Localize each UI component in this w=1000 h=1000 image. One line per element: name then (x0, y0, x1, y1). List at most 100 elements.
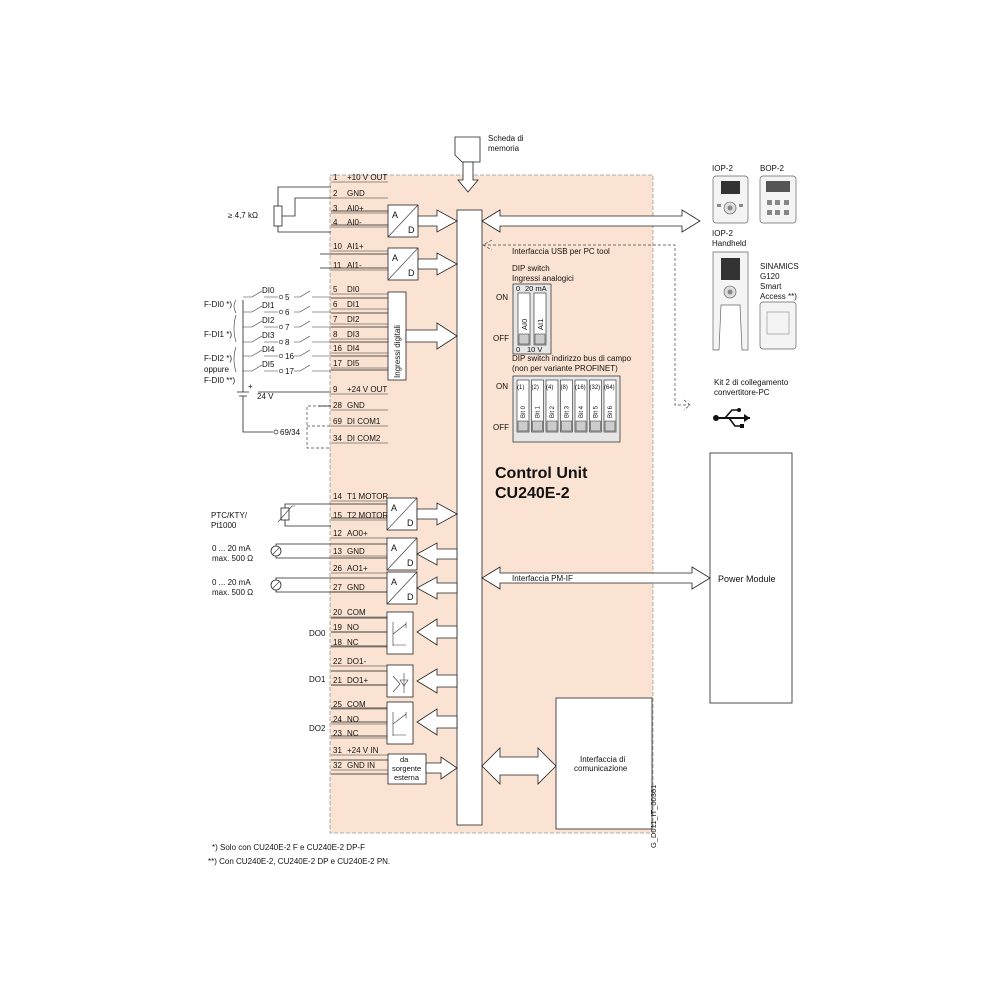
bus-dip-slot (589, 379, 602, 433)
switch-di-label: DI2 (262, 316, 275, 325)
switch-terminal (278, 368, 284, 374)
operator-panel-link (481, 209, 701, 233)
switch-terminal (278, 324, 284, 330)
digital-output-1: DO1 (309, 664, 458, 698)
memory-card: Scheda di memoria (454, 134, 524, 193)
svg-text:0: 0 (516, 345, 520, 354)
svg-text:max. 500 Ω: max. 500 Ω (212, 588, 253, 597)
terminal-number: 14 (333, 492, 342, 501)
external-source: da sorgente esterna (331, 753, 458, 785)
terminal-name: GND (347, 547, 365, 556)
comm-interface: Interfaccia di comunicazione (481, 697, 653, 830)
terminal-number: 9 (333, 385, 338, 394)
supply-24v: + 24 V 69/34 (237, 300, 331, 449)
switch-terminal (278, 339, 284, 345)
terminal-name: GND (347, 189, 365, 198)
bop2-panel: BOP-2 (759, 164, 797, 224)
terminal-name: NO (347, 715, 359, 724)
terminal-number: 24 (333, 715, 342, 724)
terminal-number: 31 (333, 746, 342, 755)
bus-dip-bit: Bit 3 (565, 405, 571, 418)
analog-output-0: A D 0 ... 20 mA max. 500 Ω (212, 537, 458, 571)
terminal-name: DI COM1 (347, 417, 381, 426)
switch-terminal (278, 294, 284, 300)
bus-dip-weight: (64) (604, 385, 615, 391)
terminal-name: COM (347, 608, 366, 617)
terminal-number: 7 (333, 315, 338, 324)
svg-text:A: A (391, 503, 397, 513)
svg-text:AI0: AI0 (520, 319, 529, 330)
svg-text:PTC/KTY/: PTC/KTY/ (211, 511, 248, 520)
memory-card-label-2: memoria (488, 144, 520, 153)
bus-dip-knob (604, 420, 616, 432)
switch-di-label: DI5 (262, 360, 275, 369)
svg-text:(non per variante PROFINET): (non per variante PROFINET) (512, 364, 618, 373)
terminal-number: 12 (333, 529, 342, 538)
switch-terminal (278, 353, 284, 359)
svg-text:esterna: esterna (394, 773, 420, 782)
terminal-name: DI2 (347, 315, 360, 324)
terminal-name: NO (347, 623, 359, 632)
terminal-number: 5 (333, 285, 338, 294)
svg-text:Ingressi analogici: Ingressi analogici (512, 274, 574, 283)
bus-dip-slot (603, 379, 617, 433)
svg-text:IOP-2: IOP-2 (712, 229, 733, 238)
svg-text:IOP-2: IOP-2 (712, 164, 733, 173)
svg-text:DO0: DO0 (309, 629, 326, 638)
terminal-name: DI1 (347, 300, 360, 309)
terminal-number: 6 (333, 300, 338, 309)
bus-dip-slot (560, 379, 573, 433)
terminal-name: +10 V OUT (347, 173, 387, 182)
terminal-name: AI0+ (347, 204, 364, 213)
svg-text:A: A (391, 543, 397, 553)
terminal-number: 15 (333, 511, 342, 520)
svg-text:SINAMICS: SINAMICS (760, 262, 799, 271)
terminal-number: 25 (333, 700, 342, 709)
iop2-panel: IOP-2 (712, 164, 749, 224)
switch-term-label: 7 (285, 323, 290, 332)
terminal-number: 21 (333, 676, 342, 685)
svg-text:F-DI1 *): F-DI1 *) (204, 330, 232, 339)
switch-contact (243, 364, 331, 372)
svg-text:0: 0 (516, 284, 520, 293)
svg-text:F-DI0 **): F-DI0 **) (204, 376, 235, 385)
svg-text:Handheld: Handheld (712, 239, 746, 248)
terminal-number: 4 (333, 218, 338, 227)
terminal-number: 13 (333, 547, 342, 556)
bus-dip-weight: (2) (532, 385, 539, 391)
svg-text:A: A (391, 577, 397, 587)
svg-text:D: D (408, 268, 415, 278)
switch-term-label: 8 (285, 338, 290, 347)
terminal-number: 11 (333, 261, 342, 270)
bus-dip-slot (516, 379, 530, 433)
terminal-name: COM (347, 700, 366, 709)
svg-text:DIP switch indirizzo bus di ca: DIP switch indirizzo bus di campo (512, 354, 632, 363)
svg-text:Pt1000: Pt1000 (211, 521, 237, 530)
svg-text:D: D (407, 518, 414, 528)
potentiometer: ≥ 4,7 kΩ (228, 186, 331, 233)
bus-dip-slot (545, 379, 559, 433)
svg-text:sorgente: sorgente (392, 764, 421, 773)
svg-text:Access **): Access **) (760, 292, 797, 301)
supply-24v-label: 24 V (257, 392, 274, 401)
terminal-name: DI0 (347, 285, 360, 294)
usb-link: Interfaccia USB per PC tool (482, 239, 691, 411)
bus-dip-bit: Bit 0 (521, 405, 527, 418)
bus-dip-weight: (16) (575, 385, 586, 391)
svg-text:da: da (400, 755, 409, 764)
svg-text:20 mA: 20 mA (525, 284, 547, 293)
svg-text:comunicazione: comunicazione (574, 764, 628, 773)
terminal-name: AO0+ (347, 529, 368, 538)
potentiometer-label: ≥ 4,7 kΩ (228, 211, 258, 220)
terminal-name: T2 MOTOR (347, 511, 388, 520)
terminal-number: 28 (333, 401, 342, 410)
svg-text:convertitore-PC: convertitore-PC (714, 388, 770, 397)
terminal-number: 16 (333, 344, 342, 353)
terminal-number: 17 (333, 359, 342, 368)
usb-kit: Kit 2 di collegamento convertitore-PC (713, 378, 789, 428)
footnote-1: *) Solo con CU240E-2 F e CU240E-2 DP-F (212, 843, 365, 852)
sinamics-smart-access: SINAMICS G120 Smart Access **) (759, 262, 799, 350)
left-terminal-leads (320, 253, 331, 269)
svg-text:0 ... 20 mA: 0 ... 20 mA (212, 578, 251, 587)
bus-dip-slot (574, 379, 588, 433)
